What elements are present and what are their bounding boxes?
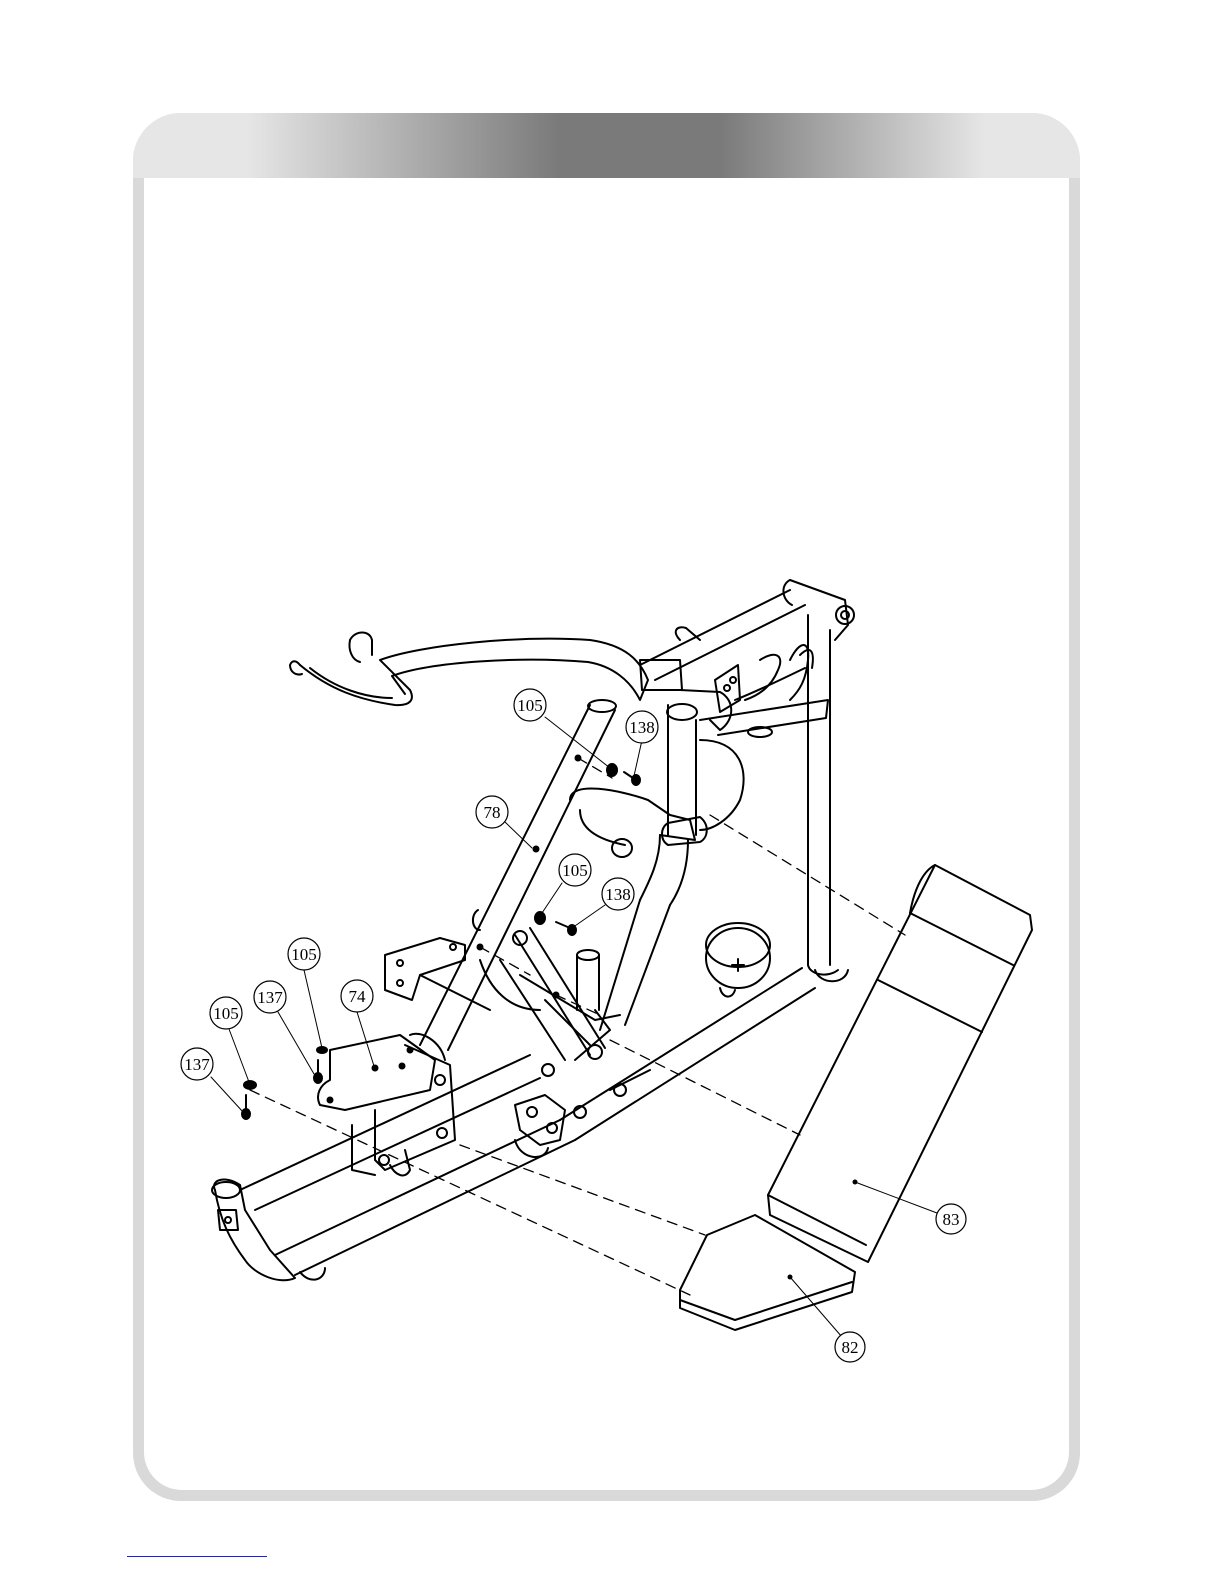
callout-label: 137 [184,1055,210,1074]
callout-label: 78 [484,803,501,822]
callout-74: 74 [341,980,373,1012]
callout-137-left: 137 [254,981,286,1013]
callout-label: 83 [943,1210,960,1229]
callout-label: 138 [629,718,655,737]
callout-label: 137 [257,988,283,1007]
header-band [133,113,1080,178]
callout-105-top: 105 [514,689,546,721]
callout-105-far: 105 [210,997,242,1029]
callout-label: 105 [213,1004,239,1023]
callout-label: 105 [562,861,588,880]
callout-105-left: 105 [288,938,320,970]
callout-82: 82 [835,1332,865,1362]
callout-label: 138 [605,885,631,904]
callout-137-far: 137 [181,1048,213,1080]
callout-label: 82 [842,1338,859,1357]
callout-83: 83 [936,1204,966,1234]
callout-label: 74 [349,987,367,1006]
callout-138-top: 138 [626,711,658,743]
footer-link-underline[interactable] [127,1556,267,1557]
callout-label: 105 [291,945,317,964]
callout-78: 78 [476,796,508,828]
panel-border [133,113,1080,1501]
callout-138-mid: 138 [602,878,634,910]
callout-105-mid: 105 [559,854,591,886]
callout-label: 105 [517,696,543,715]
